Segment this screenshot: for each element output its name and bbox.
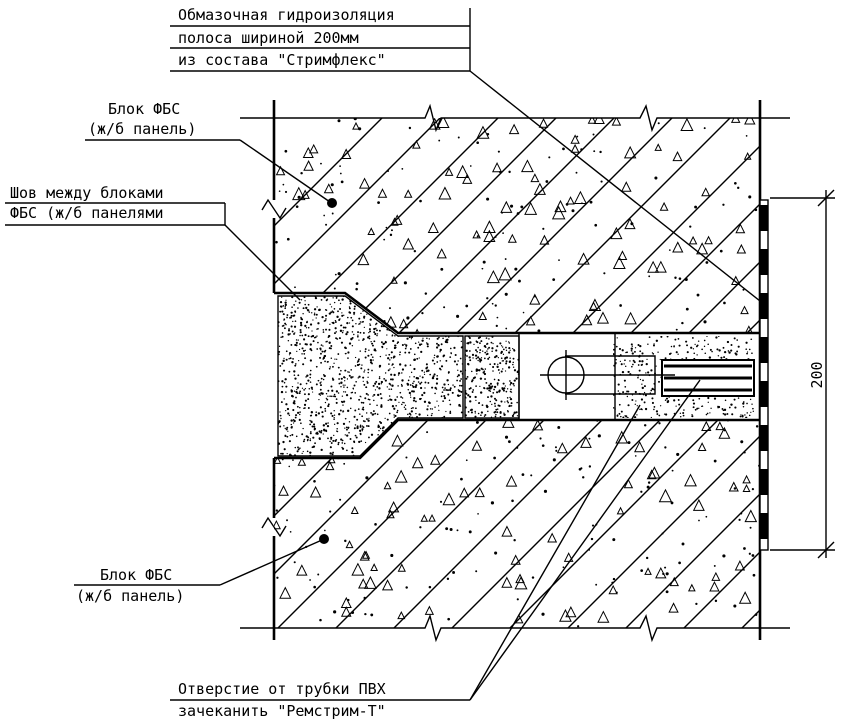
waterproofing-label-line2: полоса шириной 200мм — [178, 29, 359, 47]
dimension-200mm: 200 — [770, 189, 835, 559]
callout-block-bottom: Блок ФБС (ж/б панель) — [74, 534, 329, 605]
concrete-block-bottom — [274, 420, 760, 628]
block-top-label-line1: Блок ФБС — [108, 100, 180, 118]
callout-joint: Шов между блоками ФБС (ж/б панелями — [5, 184, 301, 301]
dimension-value: 200 — [808, 361, 826, 388]
joint-label-line1: Шов между блоками — [10, 184, 164, 202]
pvc-hole-label-line2: зачеканить "Ремстрим-Т" — [178, 702, 386, 720]
callout-block-top: Блок ФБС (ж/б панель) — [85, 100, 337, 208]
joint-label-line2: ФБС (ж/б панелями — [10, 204, 164, 222]
callout-waterproofing: Обмазочная гидроизоляция полоса шириной … — [170, 6, 766, 306]
block-top-label-line2: (ж/б панель) — [88, 120, 196, 138]
block-bottom-label-line1: Блок ФБС — [100, 566, 172, 584]
block-bottom-label-line2: (ж/б панель) — [76, 587, 184, 605]
waterproofing-strip — [759, 199, 769, 551]
pvc-hole-label-line1: Отверстие от трубки ПВХ — [178, 680, 386, 698]
repair-compound-plug — [613, 336, 755, 418]
waterproofing-label-line1: Обмазочная гидроизоляция — [178, 6, 395, 24]
waterproofing-label-line3: из состава "Стримфлекс" — [178, 51, 386, 69]
callout-pvc-hole: Отверстие от трубки ПВХ зачеканить "Ремс… — [170, 379, 701, 720]
pvc-tube-hole — [518, 332, 675, 421]
concrete-block-top — [274, 118, 760, 333]
